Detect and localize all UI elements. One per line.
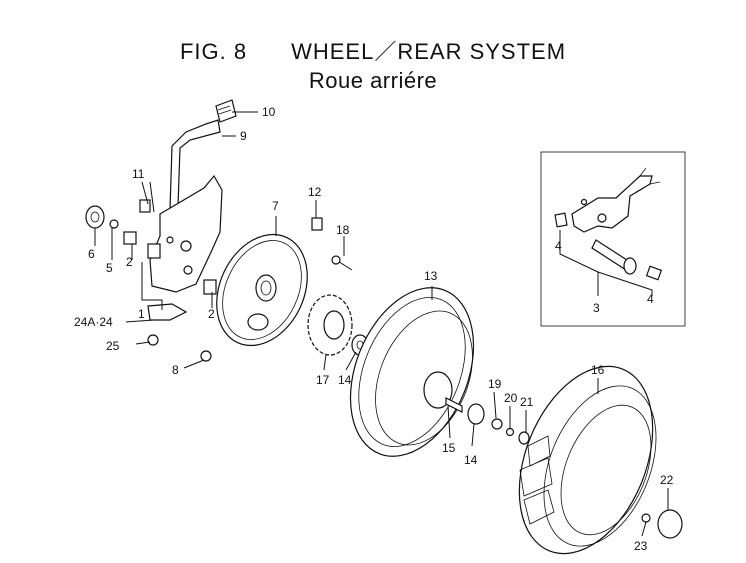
callout-7: 7 [272,199,279,213]
callout-10: 10 [262,105,276,119]
figure-subtitle: Roue arriére [308,68,438,93]
callout-12: 12 [308,185,322,199]
callout-18: 18 [336,223,350,237]
callout-16: 16 [591,363,605,377]
callout-8: 8 [172,363,179,377]
callout-20: 20 [504,391,518,405]
callout-3: 3 [593,301,600,315]
rear-wheel-hub [349,287,530,457]
callout-23: 23 [634,539,648,553]
drive-gear [307,294,369,356]
inset-detail-box [540,151,686,327]
figure-heading: WHEEL／REAR SYSTEM [291,39,567,64]
callout-11: 11 [132,167,145,181]
callout-6: 6 [88,247,95,261]
callout-21: 21 [520,395,534,409]
callout-4-inset-left: 4 [555,239,562,253]
callout-2-left: 2 [126,255,133,269]
drive-plate [216,233,308,347]
callout-14-lower: 14 [464,453,478,467]
callout-24: 24A·24 [74,315,113,329]
callout-5: 5 [106,261,113,275]
callout-2-right: 2 [208,307,215,321]
leader-lines [94,111,669,537]
figure-title: FIG. 8 WHEEL／REAR SYSTEM [0,34,746,66]
callout-14-upper: 14 [338,373,352,387]
rear-bracket-assembly [149,99,237,293]
callout-labels: 10 9 11 12 7 18 6 5 2 2 1 24A·24 25 8 13… [74,105,674,553]
callout-25: 25 [106,339,120,353]
figure-number: FIG. 8 [179,39,248,64]
callout-13: 13 [424,269,438,283]
callout-19: 19 [488,377,502,391]
rear-tire [518,365,683,555]
callout-1: 1 [138,307,145,321]
left-small-parts [85,199,353,362]
callout-15: 15 [442,441,456,455]
callout-4-inset-right: 4 [647,292,654,306]
callout-9: 9 [240,129,247,143]
callout-22: 22 [660,473,674,487]
callout-17: 17 [316,373,330,387]
